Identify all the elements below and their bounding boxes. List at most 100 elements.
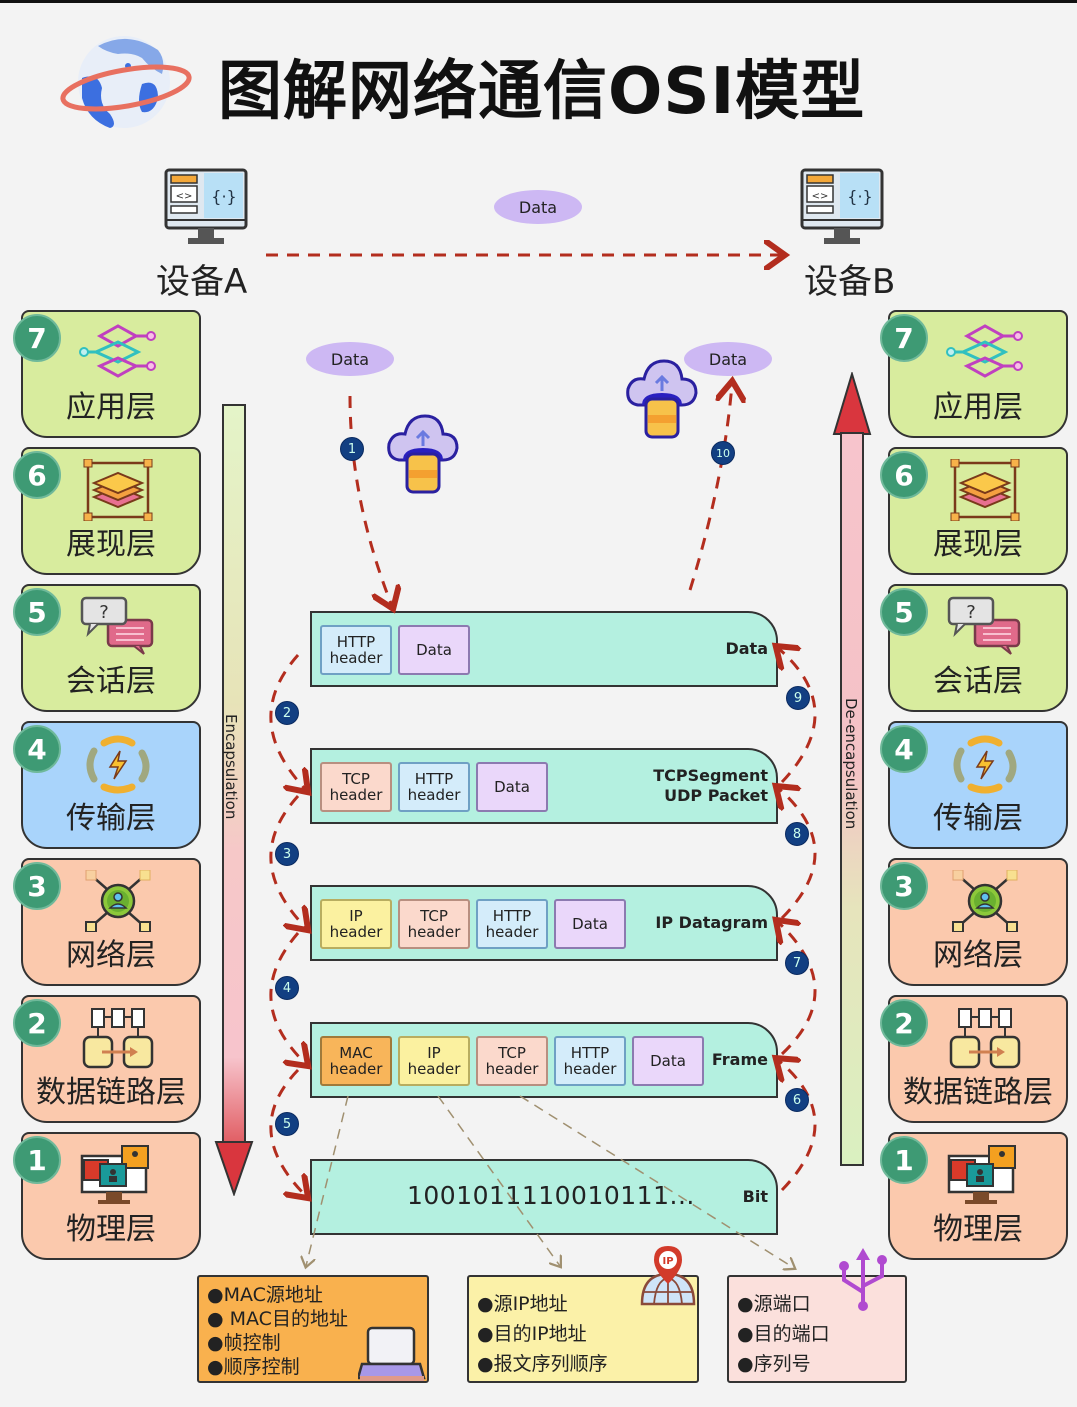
layer-name: 展现层 bbox=[66, 527, 156, 562]
step-badge-9: 9 bbox=[786, 686, 810, 710]
svg-text:{·}: {·} bbox=[847, 187, 872, 206]
packet-type-label: Frame bbox=[712, 1050, 768, 1070]
start-data-pill: Data bbox=[306, 342, 394, 376]
layer-name: 网络层 bbox=[933, 938, 1023, 973]
svg-text:{·}: {·} bbox=[211, 187, 236, 206]
layer-name: 应用层 bbox=[66, 390, 156, 425]
layer-name: 物理层 bbox=[66, 1212, 156, 1247]
info-item: ●帧控制 bbox=[207, 1332, 281, 1354]
layer-number-badge: 2 bbox=[13, 999, 61, 1047]
chip-label: IP bbox=[349, 907, 363, 925]
cloud-database-upload-icon bbox=[387, 414, 459, 494]
presentation-layers-icon bbox=[78, 458, 158, 522]
right-layer-2: 2 数据链路层 bbox=[880, 995, 1068, 1123]
left-layer-2: 2 数据链路层 bbox=[13, 995, 201, 1123]
page-title: 图解网络通信OSI模型 bbox=[218, 55, 866, 129]
step-badge-6: 6 bbox=[785, 1088, 809, 1112]
application-network-icon bbox=[945, 322, 1025, 384]
layer-number-badge: 6 bbox=[13, 451, 61, 499]
layer-name: 物理层 bbox=[933, 1212, 1023, 1247]
packet-type-label: IP Datagram bbox=[655, 913, 768, 933]
transport-cycle-icon bbox=[945, 733, 1025, 795]
info-item: ●序列号 bbox=[737, 1353, 811, 1375]
layer-number-badge: 4 bbox=[880, 725, 928, 773]
data-chip: Data bbox=[554, 899, 626, 949]
right-layer-5: 5?会话层 bbox=[880, 584, 1068, 712]
globe-logo-icon bbox=[60, 36, 192, 128]
layer-name: 展现层 bbox=[933, 527, 1023, 562]
bit-stream: 1001011110010111... bbox=[407, 1181, 695, 1210]
layer-number-badge: 7 bbox=[13, 314, 61, 362]
chip-sublabel: header bbox=[563, 1060, 617, 1078]
session-chat-icon: ? bbox=[945, 596, 1025, 658]
chip-label: Data bbox=[572, 915, 608, 933]
layer-name: 数据链路层 bbox=[36, 1075, 186, 1110]
ip-location-globe-icon: IP bbox=[640, 1246, 696, 1306]
end-data-pill: Data bbox=[684, 342, 772, 376]
chip-label: HTTP bbox=[336, 633, 376, 651]
chip-sublabel: header bbox=[329, 786, 383, 804]
layer-number-badge: 7 bbox=[880, 314, 928, 362]
chip-label: HTTP bbox=[414, 770, 454, 788]
svg-text:?: ? bbox=[966, 602, 976, 623]
chip-sublabel: header bbox=[407, 1060, 461, 1078]
info-item: ●MAC源地址 bbox=[207, 1284, 323, 1306]
port-info-box: ●源端口 ●目的端口 ●序列号 bbox=[727, 1275, 907, 1383]
data-chip: Data bbox=[632, 1036, 704, 1086]
info-item: ●目的IP地址 bbox=[477, 1323, 587, 1345]
step-badge-8: 8 bbox=[785, 822, 809, 846]
physical-monitor-icon bbox=[945, 1144, 1025, 1206]
packet-type-label: Bit bbox=[743, 1187, 768, 1207]
svg-text:IP: IP bbox=[662, 1256, 673, 1267]
layer-number-badge: 1 bbox=[880, 1136, 928, 1184]
laptop-icon bbox=[358, 1326, 426, 1381]
layer-name: 传输层 bbox=[933, 801, 1023, 836]
network-user-icon bbox=[78, 869, 158, 933]
packet-type-line: Bit bbox=[742, 1187, 768, 1206]
step-badge-1: 1 bbox=[340, 437, 364, 461]
svg-text:<>: <> bbox=[812, 191, 829, 202]
layer-name: 数据链路层 bbox=[903, 1075, 1053, 1110]
info-item: ●源端口 bbox=[737, 1293, 811, 1315]
device-b-computer-icon: <> {·} bbox=[800, 168, 884, 244]
info-item: ●顺序控制 bbox=[207, 1356, 300, 1378]
top-data-pill: Data bbox=[494, 190, 582, 224]
layer-name: 会话层 bbox=[66, 664, 156, 699]
device-a-label: 设备A bbox=[156, 262, 248, 302]
chip-sublabel: header bbox=[485, 1060, 539, 1078]
encapsulation-arrow-head-icon bbox=[214, 1141, 254, 1196]
chip-sublabel: header bbox=[329, 923, 383, 941]
layer-number-badge: 1 bbox=[13, 1136, 61, 1184]
layer-number-badge: 2 bbox=[880, 999, 928, 1047]
step-badge-10: 10 bbox=[711, 441, 735, 465]
layer-number-badge: 6 bbox=[880, 451, 928, 499]
step-6-arrow bbox=[778, 1060, 817, 1192]
chip-label: TCP bbox=[498, 1044, 526, 1062]
step-badge-4: 4 bbox=[275, 976, 299, 1000]
step-8-arrow bbox=[778, 788, 817, 920]
packet-type-line: UDP Packet bbox=[664, 786, 768, 805]
application-network-icon bbox=[78, 322, 158, 384]
info-item: ●报文序列顺序 bbox=[477, 1353, 608, 1375]
transport-cycle-icon bbox=[78, 733, 158, 795]
chip-label: TCP bbox=[342, 770, 370, 788]
chip-label: IP bbox=[427, 1044, 441, 1062]
deencapsulation-label: De-encapsulation bbox=[842, 698, 860, 830]
info-item: ●目的端口 bbox=[737, 1323, 830, 1345]
